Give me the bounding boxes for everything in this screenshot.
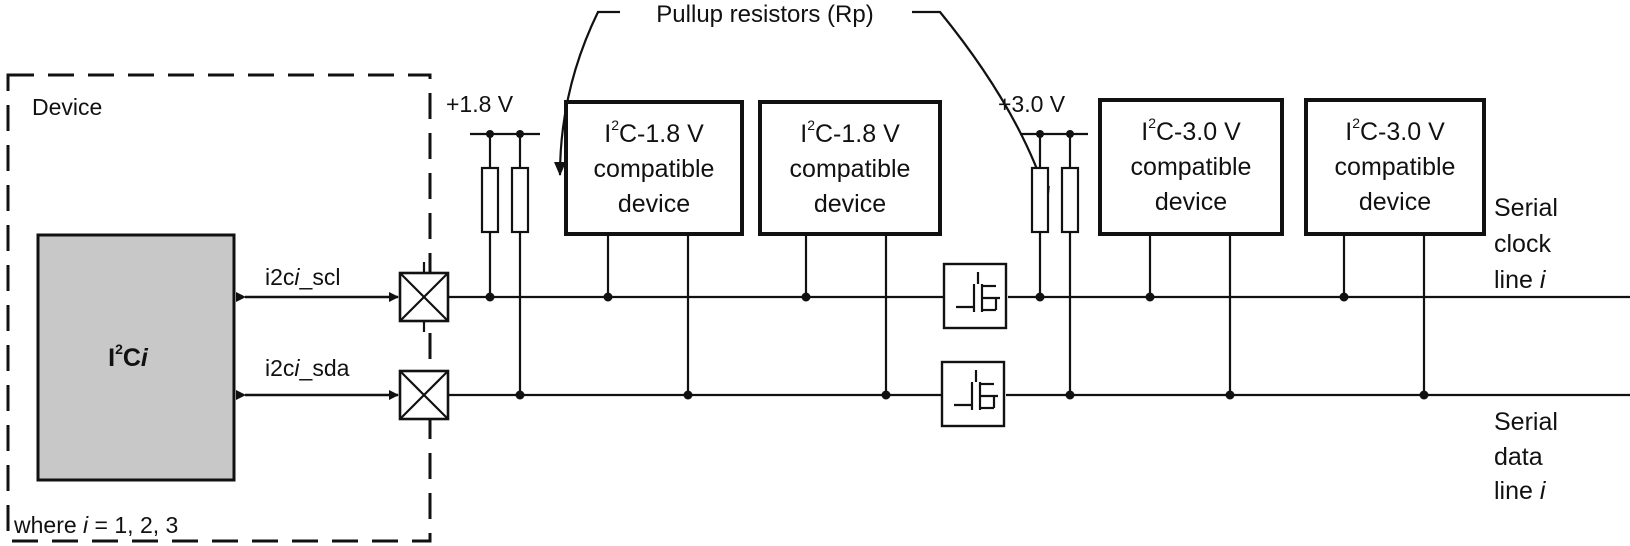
rail-1v8-label: +1.8 V: [446, 91, 514, 117]
pullup-title: Pullup resistors (Rp): [656, 1, 873, 28]
pullup-resistor-3v0-sda: [1060, 166, 1080, 234]
i2c-module-label: I2Ci: [108, 341, 149, 372]
scl-signal-label: i2ci_scl: [265, 264, 340, 290]
device-1-title: I2C-1.8 V: [604, 117, 704, 148]
rail-3v0-label: +3.0 V: [998, 91, 1066, 117]
device-box-3: [1098, 98, 1284, 236]
device-1-line3: device: [618, 190, 690, 218]
pullup-resistor-1v8-scl: [480, 166, 500, 234]
serial-data-line-label: Serial data line i: [1494, 408, 1565, 505]
pullup-arrow-left: [554, 10, 620, 176]
pullup-resistor-1v8-sda: [510, 166, 530, 234]
device-3-line3: device: [1155, 188, 1227, 216]
i2c-module-block: [36, 233, 236, 482]
device-2-line2: compatible: [790, 155, 911, 183]
serial-clock-line-label: Serial clock line i: [1494, 194, 1565, 294]
device-2-line3: device: [814, 190, 886, 218]
device-2-title: I2C-1.8 V: [800, 117, 900, 148]
device-3-line2: compatible: [1131, 153, 1252, 181]
sda-signal-label: i2ci_sda: [265, 355, 350, 381]
device-4-line3: device: [1359, 188, 1431, 216]
device-4-line2: compatible: [1335, 153, 1456, 181]
sda-pad-icon: [398, 369, 450, 421]
device-box-4: [1304, 98, 1486, 236]
device-4-title: I2C-3.0 V: [1345, 115, 1445, 146]
level-shifter-sda-icon: [940, 360, 1006, 428]
device-box-2: [758, 100, 942, 236]
device-label: Device: [32, 94, 102, 120]
device-1-line2: compatible: [594, 155, 715, 183]
pullup-resistor-3v0-scl: [1030, 166, 1050, 234]
device-3-title: I2C-3.0 V: [1141, 115, 1241, 146]
level-shifter-scl-icon: [942, 262, 1008, 330]
device-box-1: [564, 100, 744, 236]
scl-pad-icon: [398, 262, 450, 332]
where-note: where i = 1, 2, 3: [13, 512, 178, 538]
